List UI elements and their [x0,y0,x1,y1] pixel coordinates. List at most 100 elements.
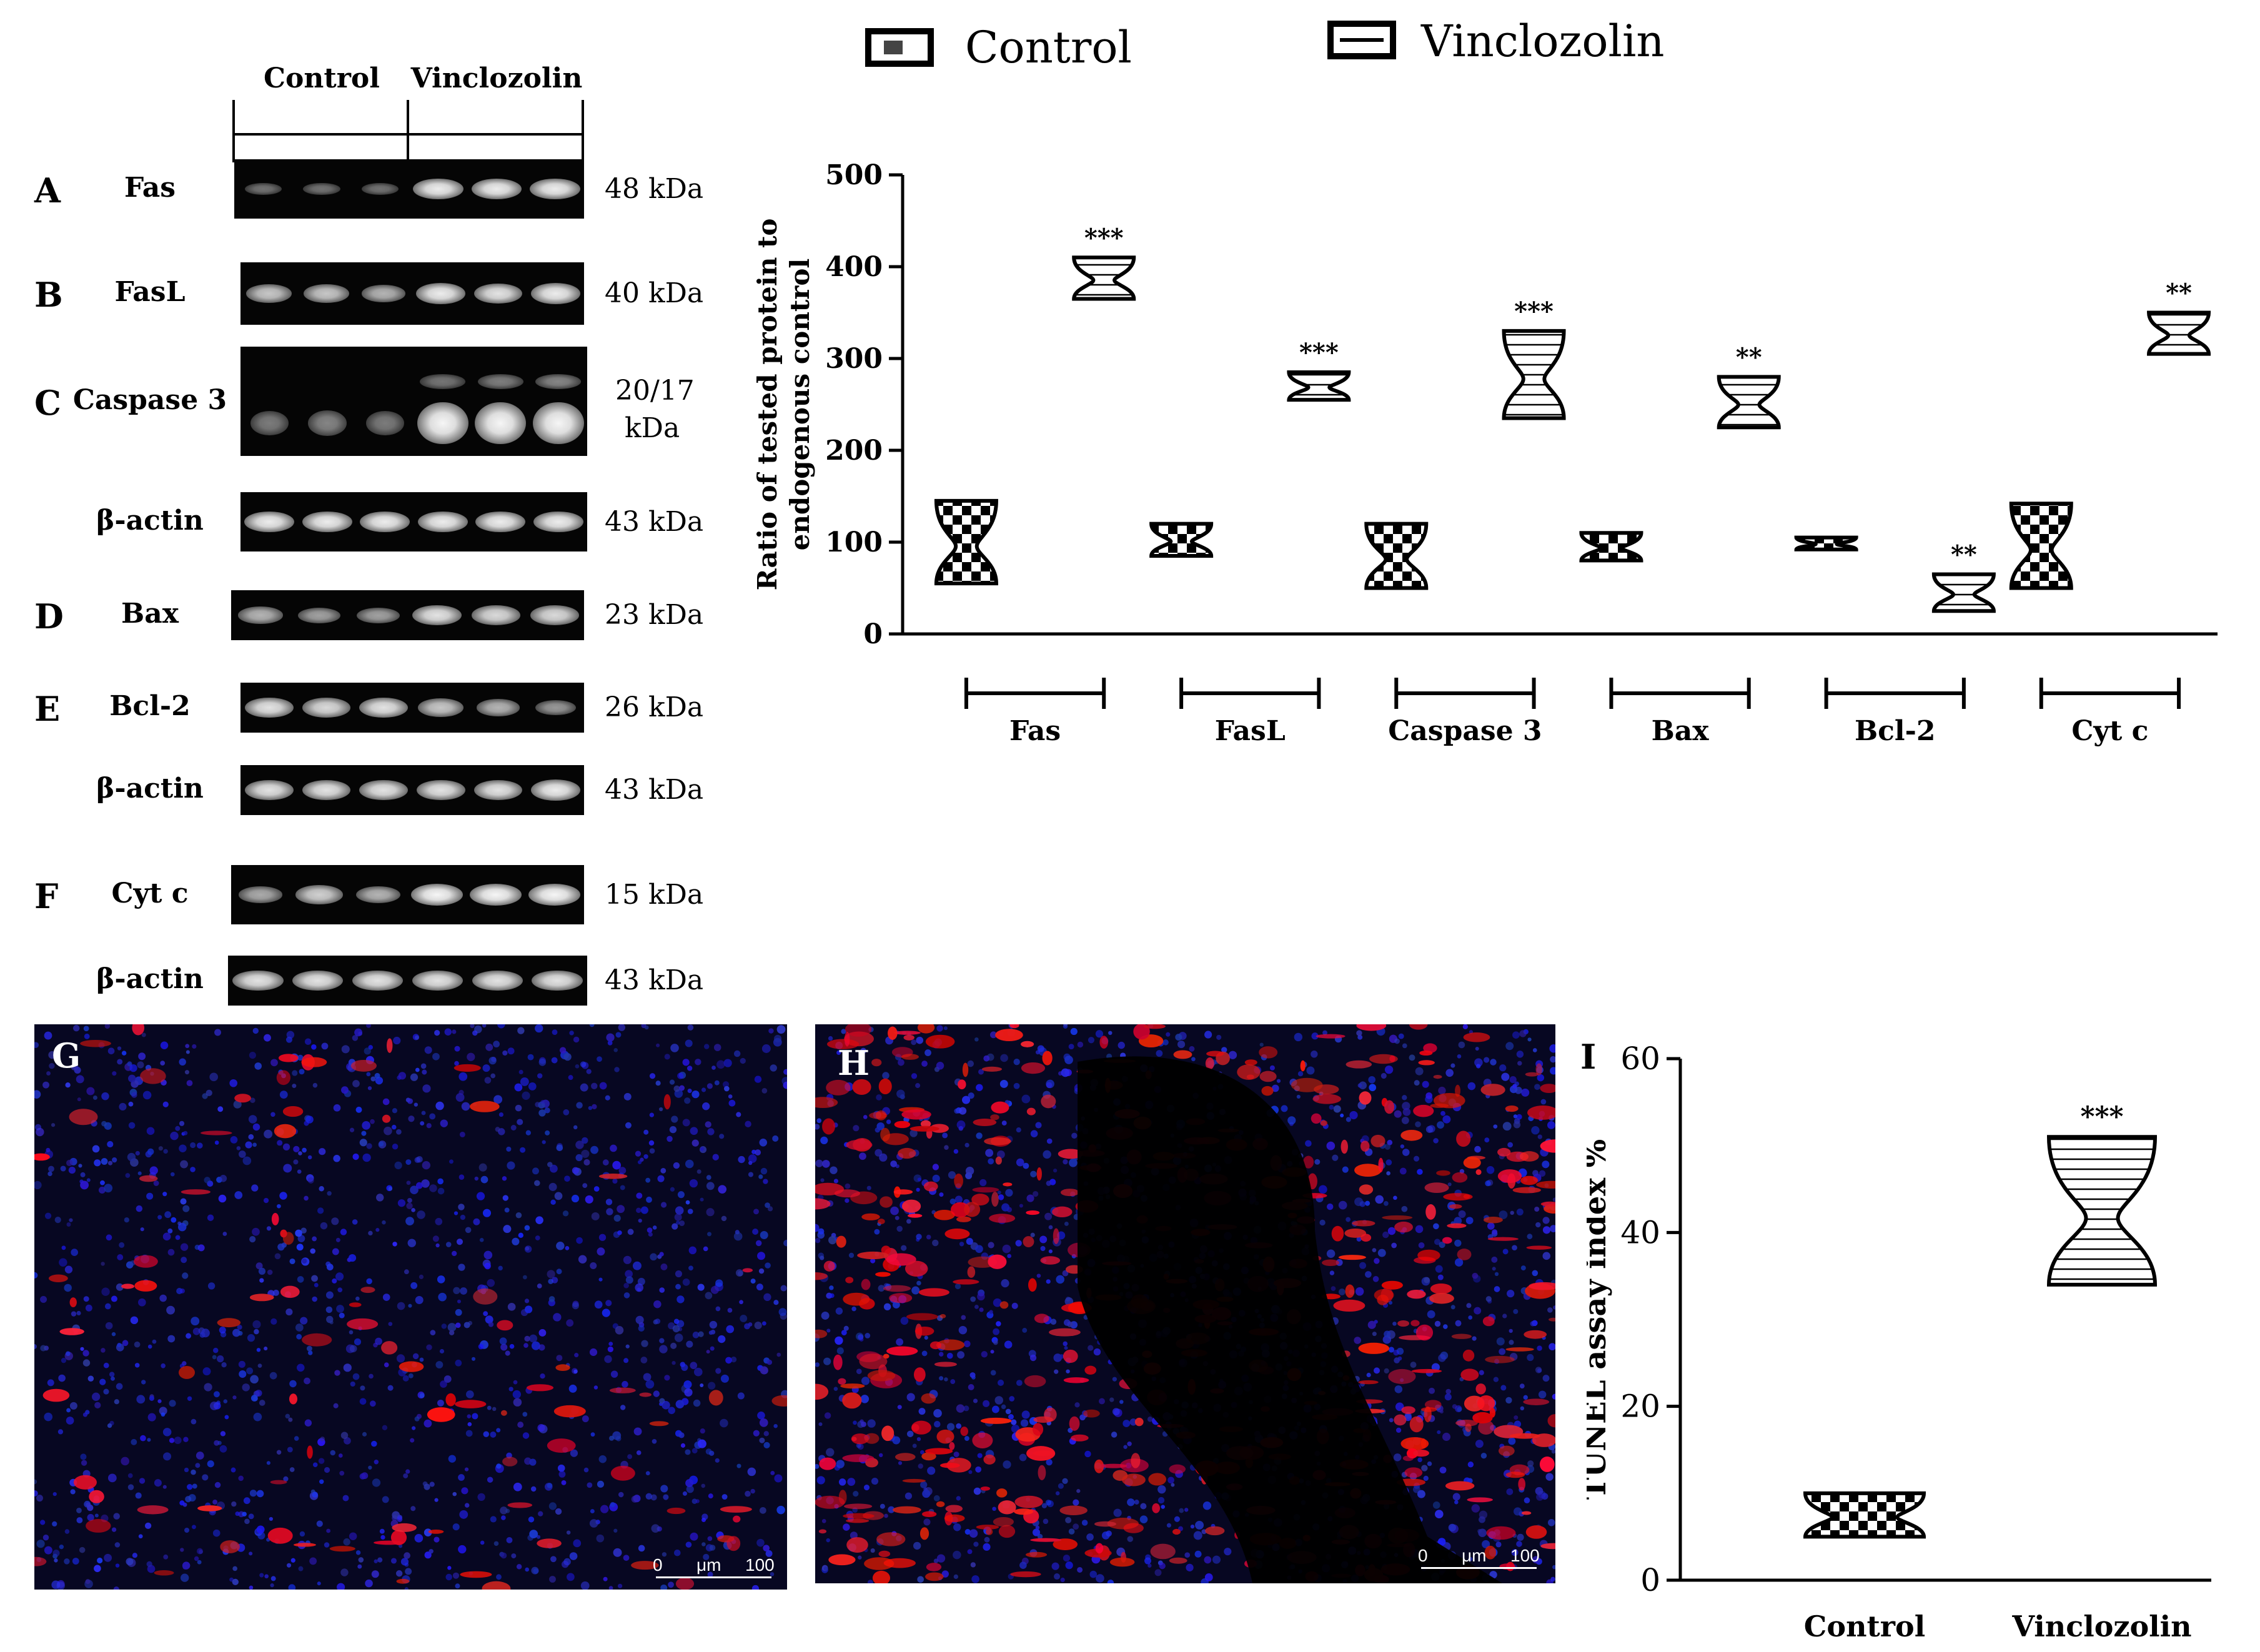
blot-row-5-band [359,697,408,718]
y-tick-label: 40 [1620,1214,1660,1250]
blot-row-5-kda: 26 kDa [605,691,704,723]
x-category-label: Vinclozolin [2011,1610,2191,1643]
micrograph-g-letter: G [52,1036,81,1076]
blot-row-4-letter: D [34,596,64,636]
y-tick-label: 0 [1640,1562,1660,1598]
violin-control [1149,522,1214,558]
y-tick-label: 200 [825,435,883,467]
blot-row-3: β-actin 43 kDa [0,492,737,551]
y-axis-label: TUNEL assay index % [1587,1139,1613,1500]
x-category-label: Bcl-2 [1855,715,1936,747]
violin-control [1364,522,1429,590]
blot-row-2-kda-line1: 20/17 [615,375,695,407]
x-category-label: Fas [1009,715,1061,747]
violin-vinclozolin [1717,375,1781,430]
blot-row-6-band [530,779,580,801]
blot-row-7-band [239,886,283,903]
y-tick-label: 100 [825,527,883,558]
blot-header-vinclozolin: Vinclozolin [410,62,583,94]
blot-row-3-kda: 43 kDa [605,505,704,538]
blot-row-6-band [244,779,294,801]
x-category-label: FasL [1215,715,1286,747]
blot-row-5-band [476,699,520,716]
blot-row-1-letter: B [34,275,63,315]
micrograph-h: H 0 μm 100 [815,1024,1555,1583]
blot-row-6-band [302,779,351,801]
significance-label: ** [1951,540,1977,569]
x-category-label: Control [1804,1610,1925,1643]
blot-row-7-band [355,886,401,904]
blot-row-0-band [361,182,399,195]
micrograph-g: G 0 μm 100 [34,1024,787,1590]
violin-vinclozolin [1287,370,1351,402]
blot-row-8-band [292,970,344,991]
panel-i-letter: I [1580,1037,1597,1077]
blot-row-2-blot [240,347,587,456]
violin-control [2009,502,2073,590]
blot-row-0-blot [234,159,584,219]
blot-header-bracket [232,100,584,162]
blot-row-7-band [295,885,344,904]
blot-row-3-band [533,511,583,533]
blot-row-1-band [304,284,349,303]
x-category-label: Bax [1652,715,1710,747]
blot-row-1-band [362,285,405,302]
significance-label: *** [1299,338,1339,367]
blot-row-2-band [250,411,289,435]
blot-row-5-band [244,697,294,718]
y-tick-label: 300 [825,343,883,375]
blot-row-4-kda: 23 kDa [605,599,704,631]
blot-row-6-band [416,779,465,801]
blot-row-1-band [530,283,580,304]
blot-row-3-band [475,511,526,533]
blot-row-8-band [352,970,404,991]
blot-row-0-band [303,182,340,195]
micrograph-h-scale-bar: 0 μm 100 [1418,1546,1543,1571]
blot-row-5-band [418,698,464,717]
blot-row-0-band [244,182,282,195]
blot-row-7-band [470,884,522,906]
blot-row-4-band [471,605,520,625]
violin-control [1794,535,1858,551]
legend-control-swatch [865,28,934,67]
violin-vinclozolin [2147,310,2211,356]
blot-row-5-band [302,698,350,718]
blot-row-1-band [473,283,523,304]
blot-row-2-letter: C [34,382,61,423]
x-category-label: Caspase 3 [1388,715,1542,747]
violin-vinclozolin [1502,329,1566,420]
blot-row-2-band [535,374,582,389]
blot-row-8-label: β-actin [96,963,204,995]
micrograph-h-letter: H [838,1043,870,1083]
blot-row-8-band [232,970,284,991]
blot-row-5-label: Bcl-2 [109,690,191,722]
blot-row-8-band [472,970,523,991]
blot-row-3-label: β-actin [96,504,204,537]
blot-row-4-band [530,605,579,625]
blot-row-2-kda-line2: kDa [625,412,680,444]
blot-row-7-kda: 15 kDa [605,878,704,911]
blot-row-2: C Caspase 3 20/17 kDa [0,347,737,456]
blot-row-6-blot [240,765,584,815]
blot-row-7-letter: F [34,876,59,916]
blot-row-2-label: Caspase 3 [72,383,227,416]
blot-row-4-band [298,607,341,623]
blot-row-1-kda: 40 kDa [605,277,704,309]
violin-vinclozolin [1931,572,1996,613]
blot-row-7-blot [231,865,584,924]
y-tick-label: 60 [1620,1041,1660,1077]
blot-row-0-letter: A [34,170,61,210]
blot-row-0-label: Fas [124,171,176,204]
micrograph-g-scale-bar: 0 μm 100 [653,1555,778,1580]
y-axis-label: Ratio of tested protein toendogenous con… [752,219,815,591]
violin-control [1803,1491,1926,1539]
y-tick-label: 0 [863,618,883,650]
blot-row-2-band [532,402,584,445]
blot-row-5-blot [240,683,584,733]
legend-vinclozolin: Vinclozolin [1327,16,1664,67]
blot-row-4-band [238,606,283,624]
